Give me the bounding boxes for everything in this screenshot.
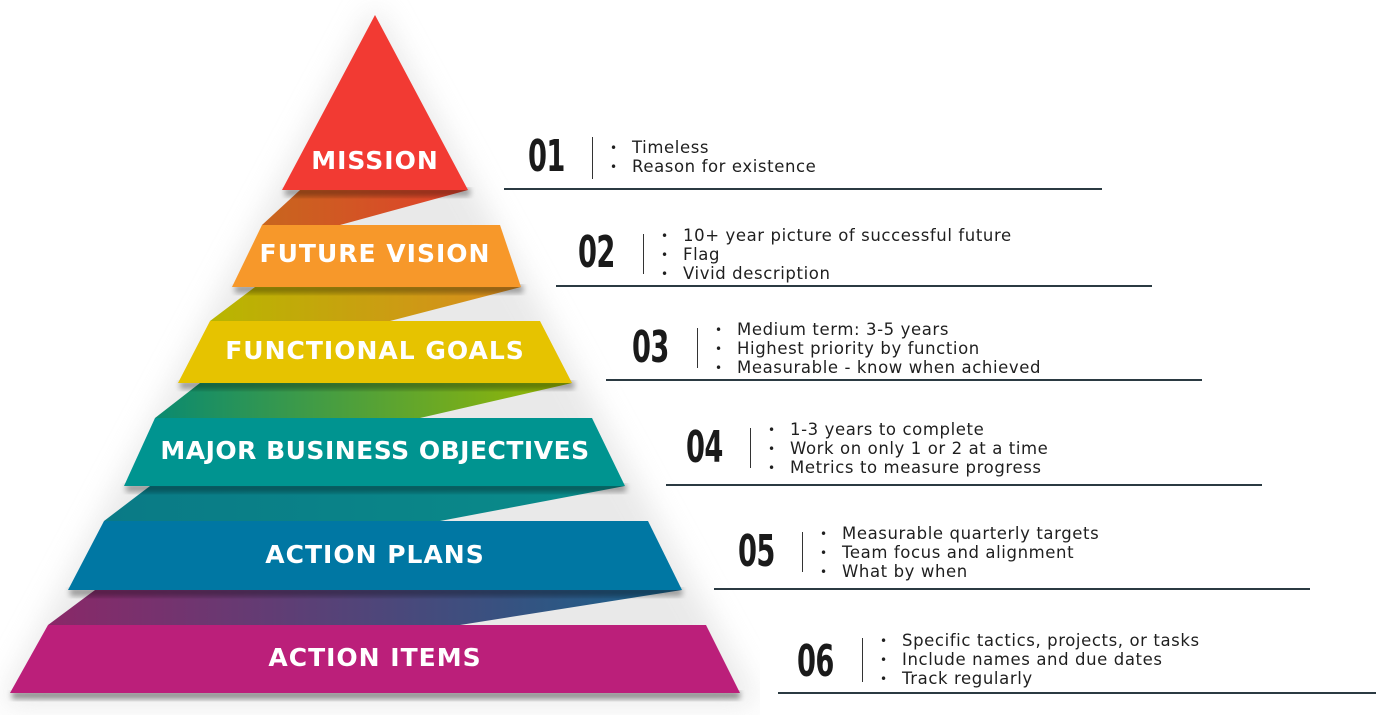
step-number: 05 [738,526,775,577]
tier-future-vision [232,225,521,287]
divider-rule [714,588,1310,590]
tier-mission [282,15,468,190]
detail-point: •Timeless [610,138,710,157]
divider-rule [778,692,1376,694]
separator [697,328,698,368]
detail-point: •Medium term: 3-5 years [715,320,950,339]
tier-action-items [10,625,740,693]
detail-point: •1-3 years to complete [768,420,985,439]
divider-rule [504,188,1102,190]
ribbon-2-3 [210,287,521,321]
tier-major-business-objectives [124,418,625,486]
detail-points: •10+ year picture of successful future •… [661,226,1012,283]
separator [643,234,644,274]
pyramid-graphic [0,5,760,705]
ribbon-4-5 [104,486,625,521]
detail-point: •Measurable - know when achieved [715,357,1042,377]
detail-points: •Timeless •Reason for existence [610,138,817,177]
detail-points: •Medium term: 3-5 years •Highest priorit… [715,320,1042,377]
detail-point: •Flag [661,244,721,264]
tier-label-action-items: ACTION ITEMS [268,643,482,672]
tier-label-action-plans: ACTION PLANS [265,540,485,569]
divider-rule [666,484,1262,486]
divider-rule [556,285,1152,287]
tier-functional-goals [178,321,572,383]
tier-action-plans [68,521,682,590]
tier-label-future-vision: FUTURE VISION [259,239,491,268]
detail-point: •Team focus and alignment [820,542,1075,562]
detail-point: •Track regularly [880,668,1033,688]
step-number: 01 [528,131,565,182]
detail-point: •Reason for existence [610,156,817,176]
separator [802,532,803,572]
detail-points: •Specific tactics, projects, or tasks •I… [880,631,1200,688]
detail-point: •10+ year picture of successful future [661,226,1012,245]
detail-points: •Measurable quarterly targets •Team focu… [820,524,1100,581]
tier-label-mission: MISSION [311,146,439,175]
ribbon-3-4 [155,383,572,418]
ribbon-5-6 [48,590,682,625]
detail-points: •1-3 years to complete •Work on only 1 o… [768,420,1049,477]
ribbon-1-2 [262,190,468,225]
detail-point: •Work on only 1 or 2 at a time [768,438,1049,458]
separator [750,428,751,468]
separator [592,137,593,179]
separator [862,638,863,682]
step-number: 02 [578,227,615,278]
step-number: 04 [686,422,723,473]
step-number: 06 [797,636,834,687]
tier-label-functional-goals: FUNCTIONAL GOALS [225,336,525,365]
detail-point: •Include names and due dates [880,649,1163,669]
detail-point: •Highest priority by function [715,338,980,358]
step-number: 03 [632,322,669,373]
divider-rule [606,379,1202,381]
tier-label-major-business-objectives: MAJOR BUSINESS OBJECTIVES [160,436,590,465]
detail-point: •Metrics to measure progress [768,457,1042,477]
detail-point: •Vivid description [661,263,831,283]
detail-point: •What by when [820,561,968,581]
detail-point: •Measurable quarterly targets [820,524,1100,543]
detail-point: •Specific tactics, projects, or tasks [880,631,1200,650]
